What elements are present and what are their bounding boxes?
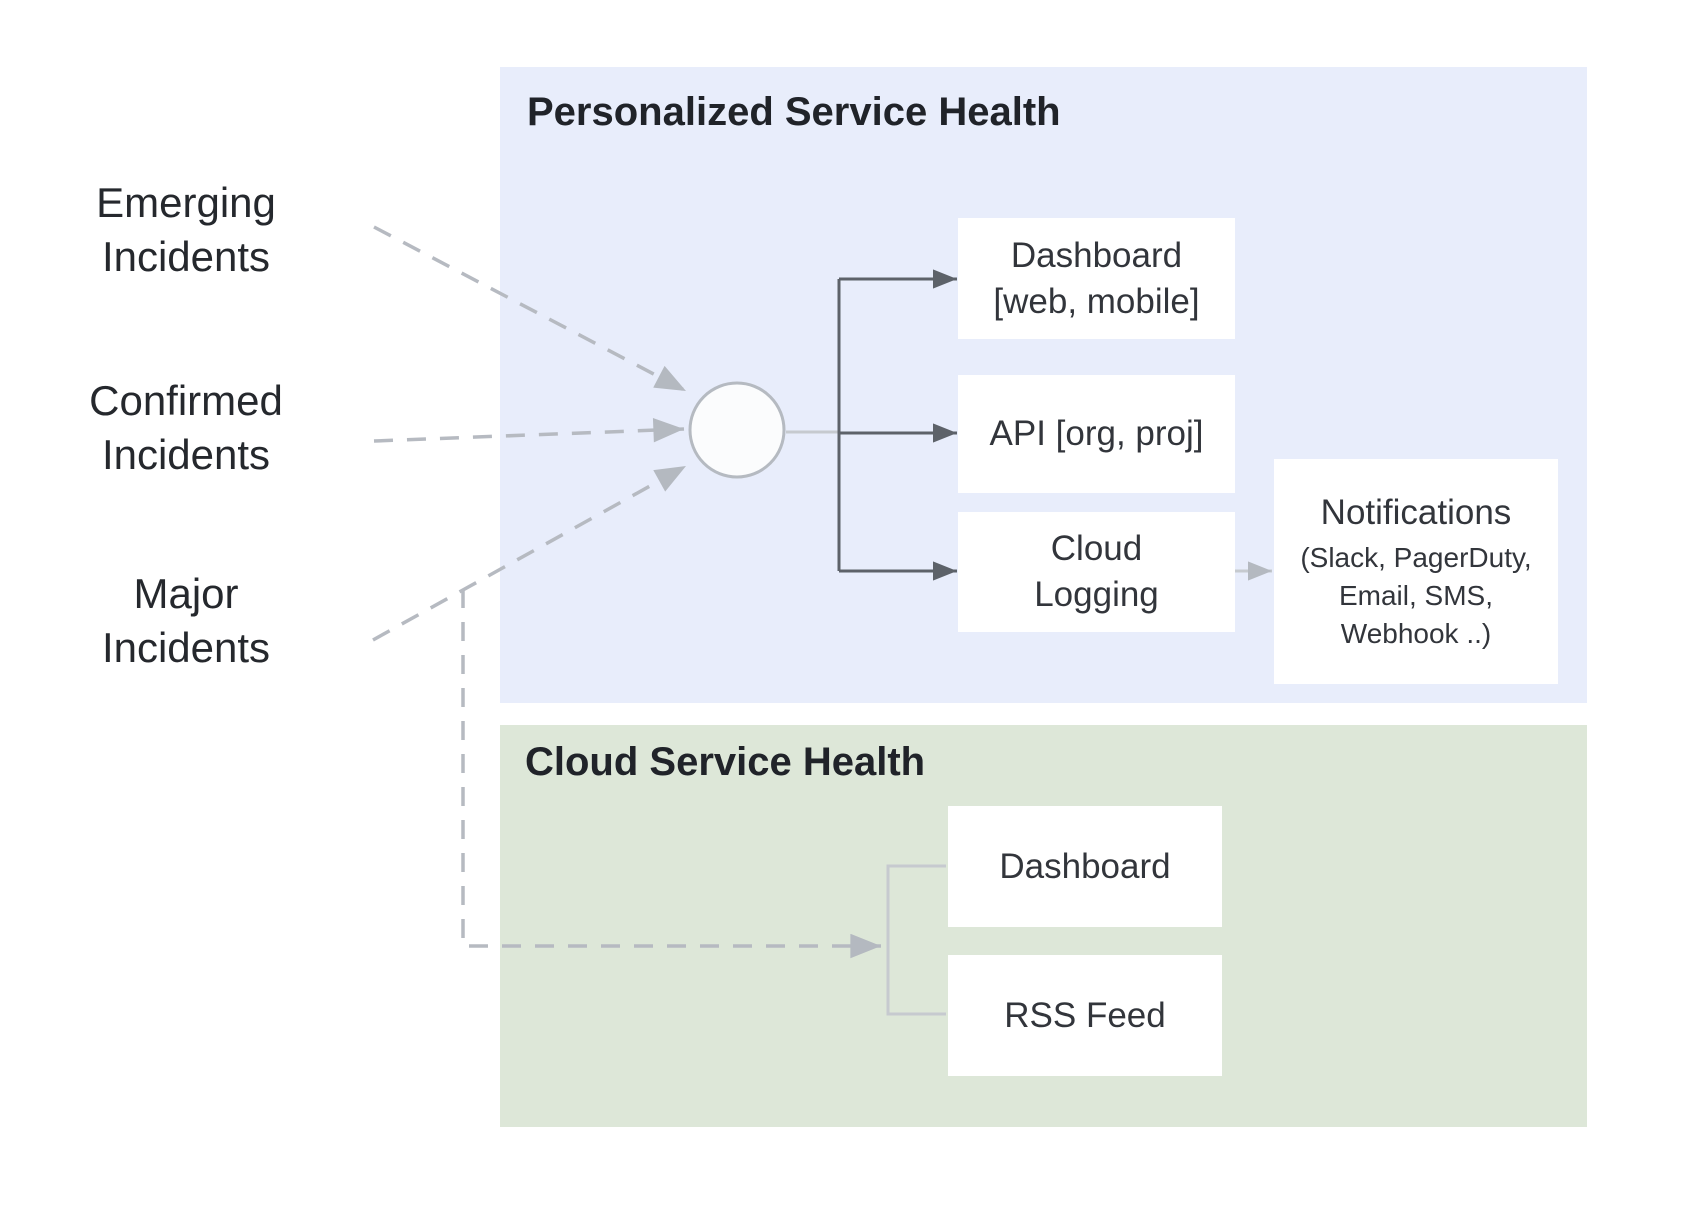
source-label-confirmed-incidents: Confirmed Incidents bbox=[89, 377, 283, 478]
api-org-proj-box: API [org, proj] bbox=[958, 375, 1235, 493]
notifications-box: Notifications (Slack, PagerDuty, Email, … bbox=[1274, 459, 1558, 684]
source-label-major-incidents: Major Incidents bbox=[101, 570, 271, 671]
source-label-emerging-incidents: Emerging Incidents bbox=[96, 179, 276, 280]
notifications-box-channels: (Slack, PagerDuty, Email, SMS, Webhook .… bbox=[1300, 541, 1532, 649]
cloud-logging-box: Cloud Logging bbox=[958, 512, 1235, 632]
cloud-dashboard-box: Dashboard bbox=[948, 806, 1222, 927]
dashboard-web-mobile-box: Dashboard [web, mobile] bbox=[958, 218, 1235, 339]
cloud-panel-title: Cloud Service Health bbox=[525, 740, 926, 784]
personalized-panel-title: Personalized Service Health bbox=[527, 90, 1061, 134]
rss-feed-box: RSS Feed bbox=[948, 955, 1222, 1076]
notifications-box-title: Notifications bbox=[1320, 492, 1512, 532]
